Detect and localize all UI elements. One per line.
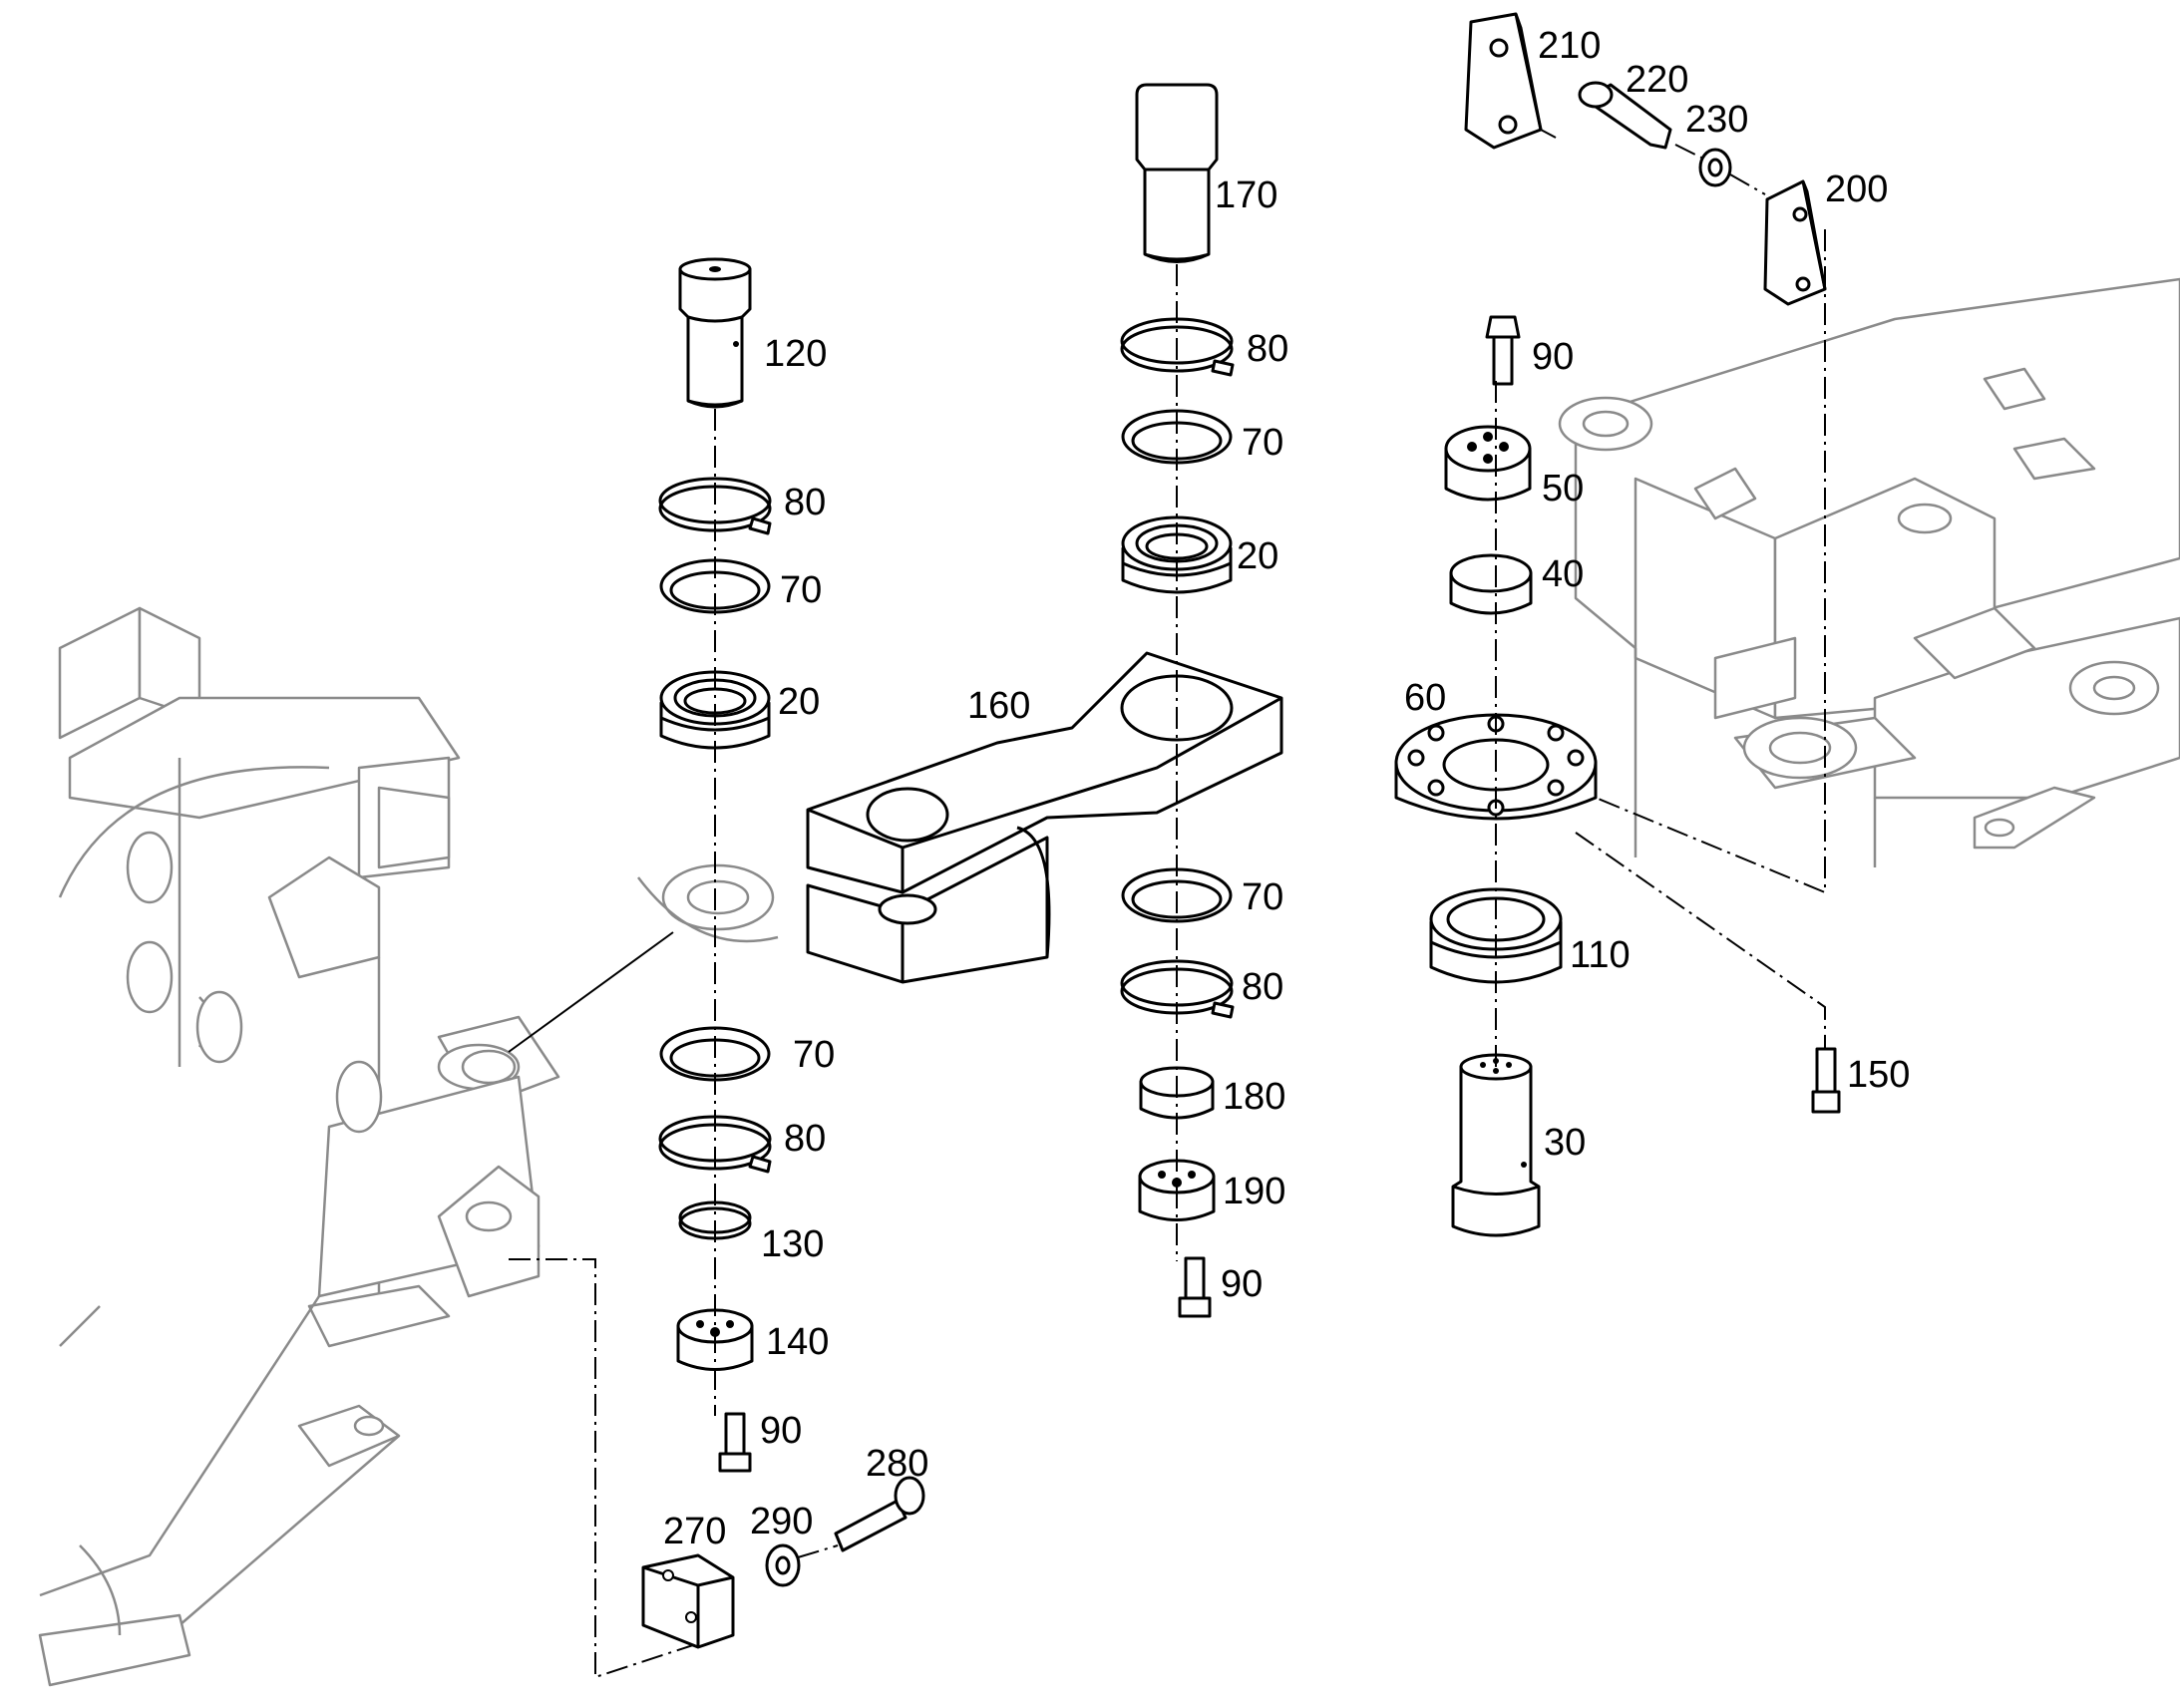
part-200-plate: [1763, 179, 1827, 306]
part-90-bolt-c: [1485, 315, 1521, 386]
label-80-b: 80: [784, 1118, 826, 1160]
label-90-a: 90: [760, 1410, 802, 1452]
part-290-washer: [765, 1543, 801, 1587]
label-190: 190: [1223, 1171, 1285, 1212]
label-80-a: 80: [784, 482, 826, 523]
assembly-lines: [508, 129, 1826, 1679]
part-90-bolt-b: [1178, 1256, 1212, 1318]
label-130: 130: [761, 1223, 824, 1265]
part-150-bolt: [1811, 1047, 1841, 1114]
left-frame-ghost: [38, 606, 779, 1687]
label-160: 160: [967, 685, 1030, 727]
label-90-b: 90: [1221, 1263, 1263, 1305]
label-220: 220: [1626, 59, 1688, 101]
label-210: 210: [1538, 25, 1601, 67]
part-280-bolt: [834, 1476, 925, 1552]
label-120: 120: [764, 333, 827, 375]
label-180: 180: [1223, 1076, 1285, 1118]
part-230-washer: [1698, 148, 1732, 187]
callout-labels: 120 80 70 20 70 80 130 140 90 170 80 70 …: [663, 25, 1910, 1552]
label-40: 40: [1542, 553, 1584, 595]
label-20-a: 20: [778, 681, 820, 723]
label-80-d: 80: [1242, 966, 1283, 1008]
label-70-b: 70: [793, 1034, 835, 1076]
part-40-bushing: [1449, 553, 1533, 615]
part-90-bolt-a: [718, 1412, 752, 1473]
part-210-plate: [1464, 12, 1543, 150]
label-230: 230: [1685, 99, 1748, 141]
right-frame-ghost: [1558, 277, 2180, 867]
label-280: 280: [866, 1443, 928, 1485]
label-170: 170: [1215, 174, 1277, 216]
label-270: 270: [663, 1511, 726, 1552]
label-70-c: 70: [1242, 422, 1283, 464]
label-50: 50: [1542, 468, 1584, 510]
label-150: 150: [1847, 1054, 1910, 1096]
label-70-d: 70: [1242, 876, 1283, 918]
label-140: 140: [766, 1321, 829, 1363]
label-200: 200: [1825, 169, 1888, 210]
part-160-link: [806, 651, 1283, 984]
label-30: 30: [1544, 1122, 1586, 1164]
part-50-block: [1444, 425, 1532, 502]
part-30-pin: [1451, 1053, 1541, 1237]
label-110: 110: [1570, 934, 1631, 976]
label-90-c: 90: [1532, 336, 1574, 378]
part-270-block: [641, 1553, 735, 1649]
label-290: 290: [750, 1501, 813, 1542]
label-60: 60: [1404, 677, 1446, 719]
label-20-b: 20: [1237, 535, 1278, 577]
part-120-pin: [678, 257, 752, 409]
part-220-bolt: [1578, 81, 1672, 150]
part-170-pin: [1135, 83, 1219, 263]
label-70-a: 70: [780, 569, 822, 611]
label-80-c: 80: [1247, 328, 1288, 370]
